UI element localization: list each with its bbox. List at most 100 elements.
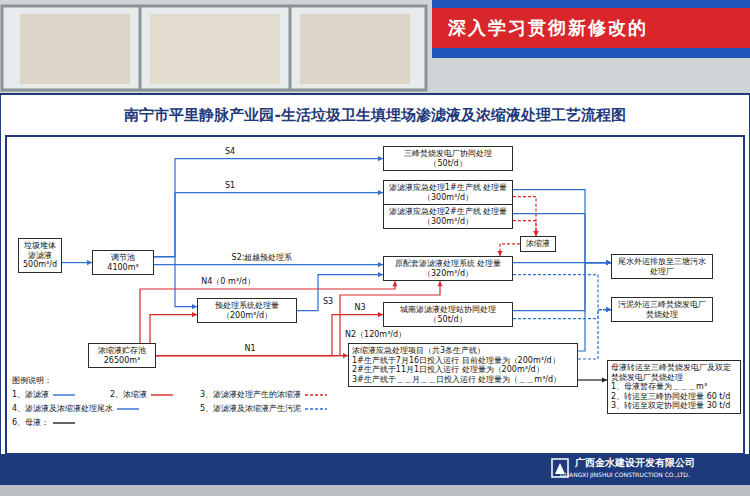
box-text: 浓缩液应急处理项目（共3条生产线） <box>352 346 574 356</box>
box-text: 渗滤液应急处理1#生产线 处理量（300m³/d） <box>387 183 509 202</box>
legend-text: 4、渗滤液及浓缩液处理尾水 <box>12 404 113 413</box>
box-text: 污泥外运三峰焚烧发电厂焚烧处理 <box>615 300 709 319</box>
connector <box>497 244 520 256</box>
window <box>2 6 426 90</box>
edge-label: S2:超越预处理系 <box>231 253 294 263</box>
connector <box>513 260 611 311</box>
window-frame <box>139 6 142 90</box>
edge-label: N2（120m³/d） <box>344 330 407 340</box>
legend-line-sample <box>150 391 174 399</box>
process-box: 污泥外运三峰焚烧发电厂焚烧处理 <box>611 297 713 322</box>
box-subtext: 1、母液暂存量为＿＿＿m³ <box>611 382 737 392</box>
diagram-title: 南宁市平里静脉产业园-生活垃圾卫生填埋场渗滤液及浓缩液处理工艺流程图 <box>0 106 750 124</box>
process-box: 三峰焚烧发电厂协同处理（50t/d） <box>383 146 513 171</box>
bottom-band <box>0 454 750 484</box>
process-box: 尾水外运排放至三塘污水处理厂 <box>611 254 713 279</box>
connector <box>154 156 383 257</box>
legend-heading: 图例说明： <box>12 376 52 386</box>
connector-line <box>154 159 383 257</box>
box-text: 尾水外运排放至三塘污水处理厂 <box>615 257 709 276</box>
box-subtext: 2#生产线于11月1日投入运行 处理量为（200m³/d） <box>352 365 574 375</box>
box-subtext: 3#生产线于＿＿月＿＿日投入运行 处理量为（＿＿m³/d） <box>352 375 574 385</box>
connector-line <box>513 310 611 319</box>
legend-item: 6、母液： <box>12 418 76 428</box>
box-text: 母液转运至三峰焚烧发电厂及双定焚烧发电厂焚烧处理 <box>611 363 737 382</box>
connector-line <box>154 257 197 307</box>
legend-line-sample <box>304 391 328 399</box>
connector <box>578 307 611 359</box>
connector <box>513 214 611 266</box>
arrow-head <box>392 281 397 286</box>
box-text: 原配套渗滤液处理系统 处理量（320m³/d） <box>387 259 509 278</box>
connector-line <box>150 315 197 343</box>
arrow-head <box>437 281 442 286</box>
legend-item: 5、渗滤液及浓缩液产生污泥 <box>200 404 328 414</box>
connector-line <box>513 221 536 236</box>
connector <box>154 190 383 257</box>
box-subtext: 1#生产线于7月16日投入运行 目前处理量为（200m³/d） <box>352 356 574 366</box>
window-frame <box>289 6 292 90</box>
connector <box>513 221 539 236</box>
connector-line <box>513 263 611 311</box>
legend-line-sample <box>304 405 328 413</box>
legend-line <box>53 394 75 395</box>
edge-label: S1 <box>224 181 236 191</box>
process-box: 城南渗滤液处理站协同处理（50t/d） <box>383 302 513 327</box>
legend-text: 6、母液： <box>12 418 49 427</box>
legend-text: 2、浓缩液 <box>110 390 147 399</box>
connector-line <box>578 310 611 359</box>
process-box: 原配套渗滤液处理系统 处理量（320m³/d） <box>383 256 513 281</box>
box-text: 渗滤液应急处理2#生产线 处理量（300m³/d） <box>387 207 509 226</box>
connector <box>578 377 607 382</box>
connector-line <box>513 197 536 236</box>
process-box: 渗滤液应急处理2#生产线 处理量（300m³/d） <box>383 204 513 229</box>
company-name-en: GUANGXI JINSHUI CONSTRUCTION CO.,LTD. <box>560 471 690 479</box>
edge-label: S4 <box>224 147 236 157</box>
banner-slogan: 深入学习贯彻新修改的 <box>448 17 648 39</box>
connector <box>513 275 611 313</box>
connector-line <box>513 214 611 263</box>
connector <box>156 353 348 358</box>
legend-line <box>305 394 327 395</box>
connector <box>154 262 383 267</box>
connector <box>154 257 197 310</box>
connector-line <box>156 355 348 356</box>
connector <box>150 312 197 343</box>
building <box>300 14 410 84</box>
box-text: 预处理系统处理量（200m³/d） <box>201 301 293 320</box>
legend-item: 2、浓缩液 <box>110 390 174 400</box>
legend-line-sample <box>52 419 76 427</box>
connector-line <box>154 193 383 257</box>
connector-line <box>513 190 611 263</box>
process-box: 渗滤液应急处理1#生产线 处理量（300m³/d） <box>383 180 513 205</box>
connector-line <box>500 244 520 256</box>
legend-line <box>151 394 173 395</box>
wall <box>0 0 750 96</box>
box-text: 浓缩液贮存池 <box>92 346 152 356</box>
box-subtext: 3、转运至双定协同处理量 30 t/d <box>611 401 737 411</box>
process-box: 浓缩液 <box>520 236 556 252</box>
box-text: 调节池 <box>96 253 150 263</box>
legend-line <box>53 422 75 423</box>
process-box: 浓缩液贮存池26500m³ <box>88 343 156 368</box>
connector <box>578 260 611 351</box>
legend-line <box>305 408 327 409</box>
process-box: 预处理系统处理量（200m³/d） <box>197 298 297 323</box>
box-subtext: （50t/d） <box>387 159 509 169</box>
connector-line <box>578 263 611 351</box>
legend-text: 5、渗滤液及浓缩液产生污泥 <box>200 404 301 413</box>
process-box: 母液转运至三峰焚烧发电厂及双定焚烧发电厂焚烧处理1、母液暂存量为＿＿＿m³2、转… <box>607 360 741 414</box>
connector <box>513 307 611 319</box>
box-text: 城南渗滤液处理站协同处理（50t/d） <box>387 305 509 324</box>
connector-line <box>154 264 383 265</box>
legend-line <box>117 408 139 409</box>
edge-label: N1 <box>243 344 256 354</box>
connector-line <box>513 275 611 310</box>
box-text: 三峰焚烧发电厂协同处理 <box>387 149 509 159</box>
legend-line-sample <box>116 405 140 413</box>
edge-label: N4（0 m³/d） <box>200 277 255 287</box>
board <box>0 94 750 484</box>
edge-label: S3 <box>322 297 334 307</box>
